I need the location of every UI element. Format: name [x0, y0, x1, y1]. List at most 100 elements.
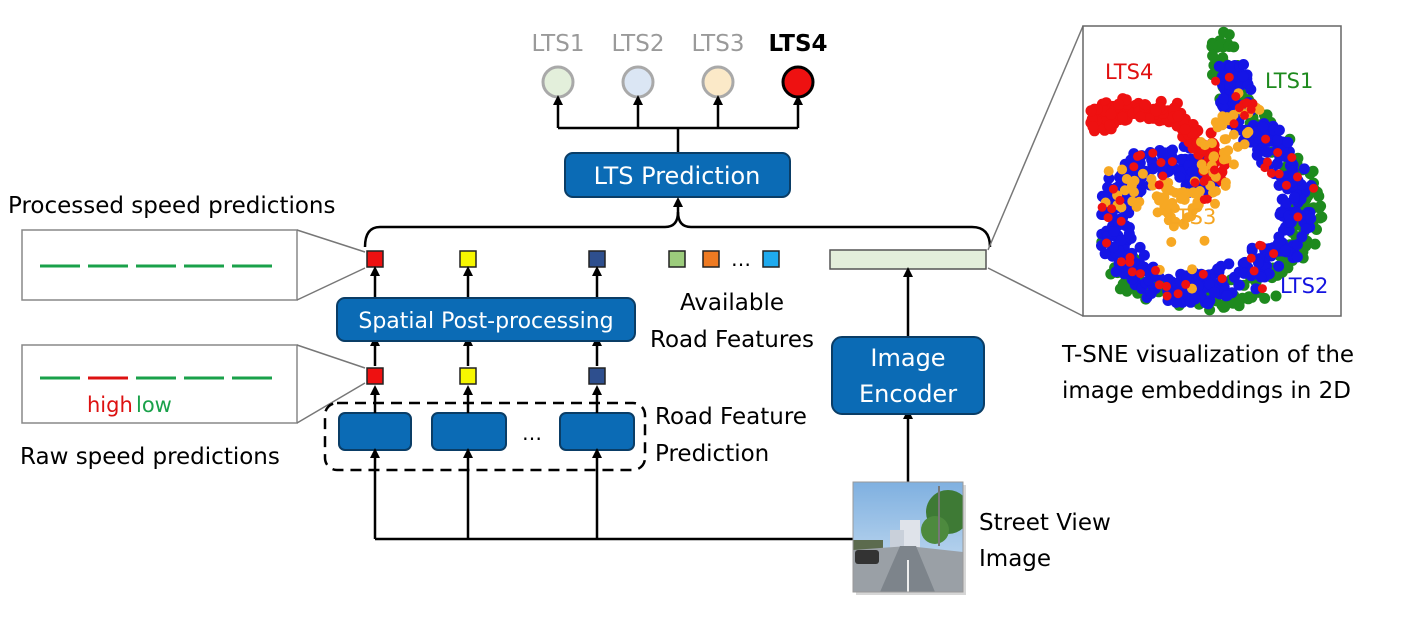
tsne-point [1249, 266, 1259, 276]
tsne-point [1107, 204, 1117, 214]
tsne-point [1218, 154, 1229, 165]
road-feature-predictor-group: … [323, 401, 647, 472]
tsne-point [1190, 178, 1200, 188]
output-label-lts4: LTS4 [768, 31, 827, 57]
tsne-label-lts1: LTS1 [1265, 69, 1313, 93]
tsne-callout-lines [987, 25, 1084, 317]
tsne-point [1263, 157, 1272, 167]
tsne-point [1266, 168, 1276, 178]
tsne-point [1273, 260, 1285, 272]
tsne-point [1305, 213, 1317, 225]
tsne-point [1099, 248, 1111, 260]
tsne-point [1202, 298, 1214, 310]
available-label-line2: Road Features [650, 327, 814, 353]
post-processing-arrows [370, 266, 602, 366]
tsne-point [1238, 59, 1249, 70]
tsne-point [1167, 157, 1177, 167]
tsne-point [1213, 263, 1225, 275]
spatial-post-processing-block: Spatial Post-processing [336, 297, 636, 342]
output-label-lts1: LTS1 [532, 31, 585, 57]
tsne-point [1243, 291, 1255, 303]
tsne-point [1129, 175, 1140, 186]
tsne-point [1176, 153, 1187, 165]
tsne-point [1237, 70, 1249, 82]
tsne-point [1179, 123, 1191, 135]
tsne-point [1143, 113, 1155, 125]
tsne-point [1156, 158, 1166, 167]
tsne-point [1189, 293, 1201, 305]
output-circle-lts2 [621, 65, 655, 99]
road-feature-predictor [431, 412, 507, 451]
raw-speed-callout: high low [21, 344, 366, 424]
tsne-point [1240, 110, 1249, 120]
tsne-point [1174, 171, 1186, 183]
tsne-point [1231, 92, 1241, 101]
tsne-point [1209, 286, 1220, 298]
tsne-point [1186, 166, 1198, 178]
road-feature-prediction-line1: Road Feature [655, 404, 807, 430]
tsne-point [1097, 202, 1107, 212]
tsne-point [1273, 179, 1285, 191]
tsne-caption-line1: T-SNE visualization of the [1061, 342, 1354, 368]
feature-square [366, 250, 384, 268]
predictor-ellipsis: … [522, 421, 542, 445]
image-embedding-bar [829, 249, 987, 270]
tsne-point [1270, 290, 1282, 302]
tsne-point [1115, 234, 1127, 246]
tsne-point [1217, 120, 1228, 131]
tsne-point [1202, 194, 1212, 204]
tsne-point [1293, 212, 1303, 222]
tsne-point [1198, 269, 1208, 279]
tsne-point [1228, 41, 1240, 53]
output-circle-lts4 [781, 65, 815, 99]
tsne-point [1212, 40, 1224, 52]
tsne-point [1246, 104, 1256, 114]
tsne-point [1115, 195, 1125, 205]
tsne-point [1314, 212, 1326, 224]
tsne-point [1154, 195, 1164, 206]
tsne-point [1188, 188, 1199, 199]
tsne-point [1192, 202, 1203, 213]
tsne-point [1221, 134, 1231, 145]
tsne-point [1167, 144, 1178, 156]
tsne-point [1165, 203, 1176, 214]
tsne-point [1154, 180, 1164, 190]
tsne-point [1148, 148, 1158, 158]
tsne-point [1208, 152, 1219, 163]
tsne-point [1123, 207, 1135, 219]
tsne-point [1104, 119, 1116, 131]
tsne-point [1309, 238, 1321, 250]
tsne-point [1134, 111, 1146, 123]
output-label-lts2: LTS2 [612, 31, 665, 57]
tsne-point [1300, 240, 1312, 252]
tsne-point [1204, 278, 1215, 290]
tsne-point [1220, 180, 1231, 191]
tsne-point [1233, 279, 1245, 291]
tsne-point [1129, 187, 1139, 198]
tsne-point [1134, 196, 1145, 207]
tsne-point [1196, 159, 1207, 170]
tsne-point [1273, 124, 1285, 136]
tsne-point [1246, 253, 1256, 263]
tsne-point [1151, 265, 1160, 275]
tsne-point [1126, 274, 1138, 285]
processed-speed-title: Processed speed predictions [8, 193, 335, 219]
tsne-point [1257, 121, 1269, 133]
tsne-point [1225, 60, 1237, 72]
tsne-point [1279, 244, 1291, 256]
tsne-point [1217, 52, 1229, 64]
tsne-point [1259, 292, 1271, 304]
tsne-point [1273, 148, 1283, 157]
tsne-point [1103, 213, 1113, 223]
tsne-point [1250, 283, 1262, 295]
processed-feature-squares [366, 250, 780, 268]
tsne-point [1223, 29, 1235, 41]
tsne-point [1282, 136, 1294, 148]
tsne-point [1224, 79, 1236, 91]
tsne-point [1139, 99, 1151, 111]
tsne-point [1307, 165, 1319, 177]
tsne-point [1255, 240, 1265, 250]
tsne-point [1166, 237, 1177, 247]
tsne-point [1116, 257, 1126, 267]
